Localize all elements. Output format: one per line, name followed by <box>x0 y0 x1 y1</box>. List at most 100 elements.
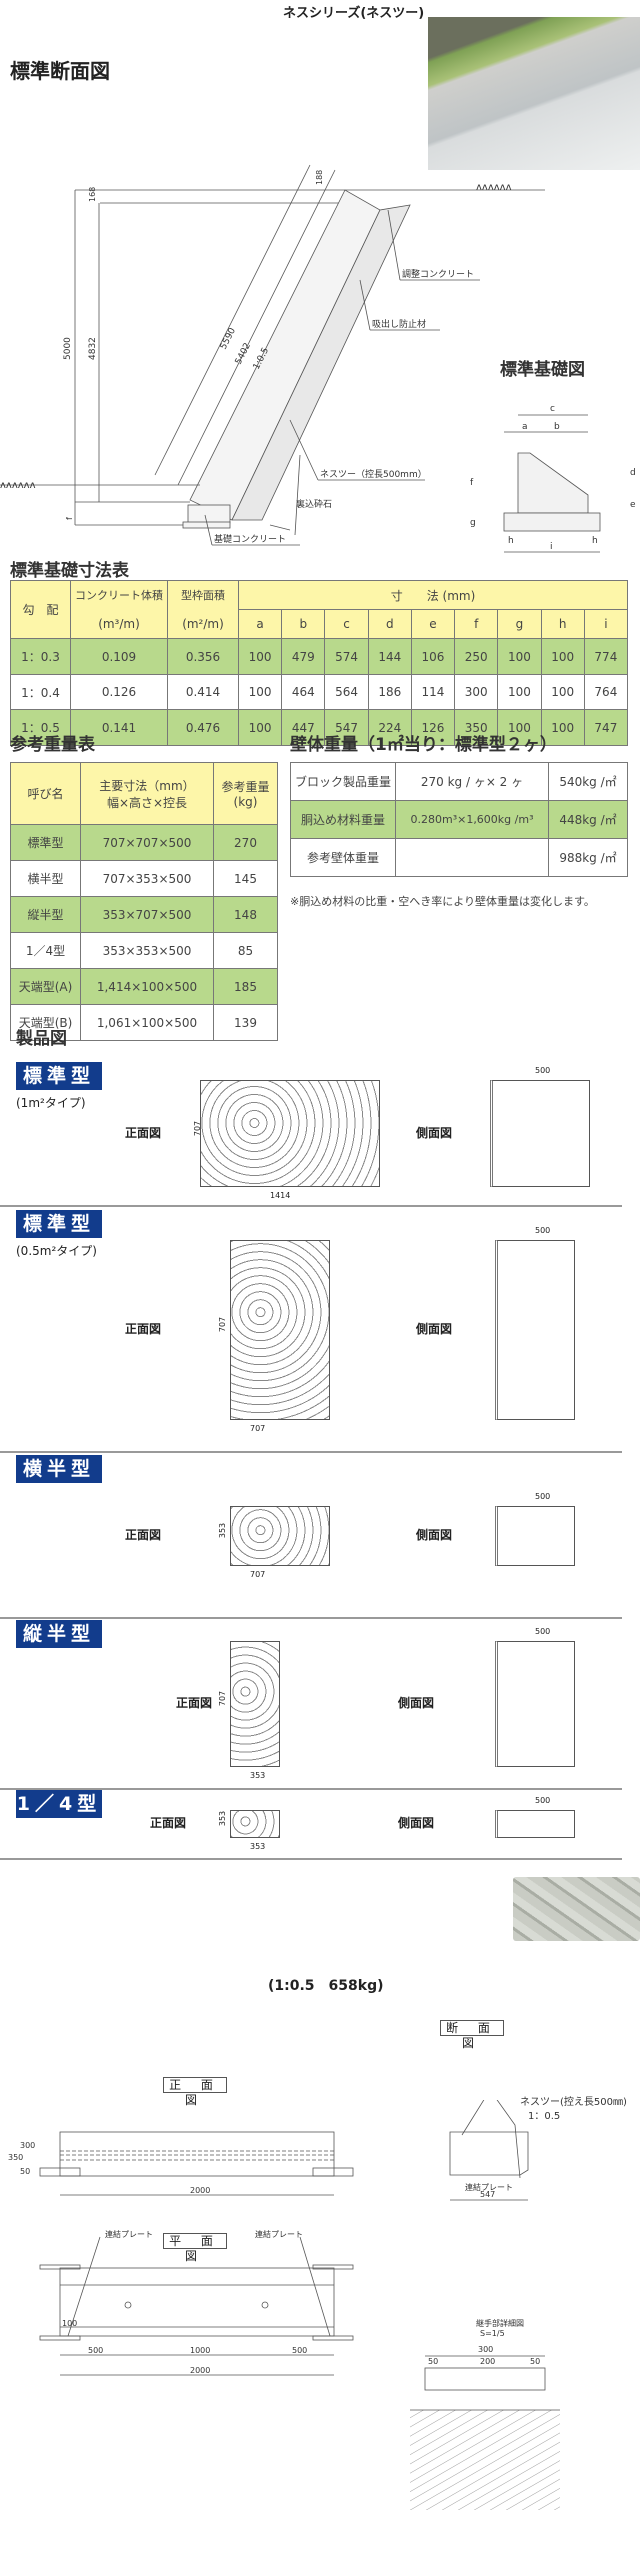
side-view-drawing <box>495 1505 575 1567</box>
svg-text:c: c <box>550 404 555 414</box>
label-adjust-concrete: 調整コンクリート <box>402 268 474 280</box>
label-nestsu: ネスツー（控長500mm） <box>320 468 427 480</box>
side-view-drawing <box>490 1079 590 1188</box>
side-view-label: 側面図 <box>416 1528 453 1542</box>
weight-table-title: 参考重量表 <box>10 735 95 755</box>
front-view-label: 正面図 <box>125 1125 162 1140</box>
product-type-label: 標準型 <box>16 1210 102 1238</box>
svg-text:a: a <box>522 422 528 432</box>
front-view-label: 正面図 <box>176 1696 213 1710</box>
product-type-label: 横半型 <box>16 1455 102 1483</box>
svg-text:5402: 5402 <box>234 341 253 366</box>
foundation-table-title: 標準基礎寸法表 <box>10 561 129 581</box>
crown-caption: (1:0.5 658kg) <box>268 1978 384 1994</box>
front-view-label: 正面図 <box>150 1816 187 1830</box>
side-view-label: 側面図 <box>416 1125 453 1140</box>
svg-text:500: 500 <box>292 2346 307 2355</box>
svg-text:200: 200 <box>480 2357 495 2366</box>
svg-text:4832: 4832 <box>88 337 98 360</box>
side-depth-dim: 500 <box>535 1627 551 1636</box>
side-depth-dim: 500 <box>535 1491 551 1501</box>
wall-weight-title: 壁体重量（1㎡当り：標準型２ヶ） <box>290 735 557 755</box>
label-suction-prevent: 吸出し防止材 <box>372 318 426 330</box>
svg-text:連結プレート: 連結プレート <box>255 2229 303 2239</box>
svg-text:b: b <box>554 422 560 432</box>
divider <box>0 1451 622 1453</box>
product-type-sub: (1m²タイプ) <box>16 1096 86 1110</box>
svg-text:d: d <box>630 468 636 478</box>
svg-text:500: 500 <box>88 2346 103 2355</box>
products-title: 製品図 <box>16 1029 67 1049</box>
side-view-drawing <box>495 1240 575 1420</box>
side-depth-dim: 500 <box>535 1065 551 1075</box>
foundation-drawing-title: 標準基礎図 <box>500 360 585 380</box>
svg-text:2000: 2000 <box>190 2366 210 2375</box>
label-base-concrete: 基礎コンクリート <box>214 533 286 545</box>
divider <box>0 1617 622 1619</box>
side-view-drawing <box>495 1810 575 1838</box>
front-view-label: 正面図 <box>125 1322 162 1336</box>
svg-text:100: 100 <box>62 2319 77 2328</box>
front-width-dim: 707 <box>250 1570 266 1580</box>
front-view-drawing <box>200 1079 380 1188</box>
product-type-label: 1／4型 <box>16 1790 102 1818</box>
front-height-dim: 353 <box>218 1810 228 1827</box>
site-photo <box>428 17 640 170</box>
crown-slope-label: 1：0.5 <box>528 2111 561 2122</box>
series-title: ネスシリーズ(ネスツー) <box>283 6 425 21</box>
svg-text:2000: 2000 <box>190 2186 210 2195</box>
front-height-dim: 707 <box>218 1690 228 1707</box>
side-view-label: 側面図 <box>416 1322 453 1336</box>
front-view-drawing <box>230 1240 330 1420</box>
svg-text:300: 300 <box>478 2345 493 2354</box>
front-view-drawing <box>230 1505 330 1567</box>
svg-text:50: 50 <box>530 2357 540 2366</box>
svg-text:188: 188 <box>315 170 324 185</box>
svg-text:168: 168 <box>88 187 97 202</box>
foundation-table: 勾 配 コンクリート体積 型枠面積 寸 法 (mm) (m³/m)(m²/m) … <box>10 580 629 746</box>
svg-text:h: h <box>592 536 598 546</box>
crown-section-label: 断 面 図 <box>440 2020 504 2050</box>
svg-text:g: g <box>470 518 476 528</box>
svg-text:ʌʌʌʌʌʌ: ʌʌʌʌʌʌ <box>0 480 36 491</box>
front-height-dim: 707 <box>218 1316 228 1333</box>
front-width-dim: 707 <box>250 1424 266 1433</box>
crown-ness-label: ネスツー(控え長500㎜) <box>520 2097 627 2108</box>
side-depth-dim: 500 <box>535 1226 551 1235</box>
svg-text:h: h <box>508 536 514 546</box>
svg-text:350: 350 <box>8 2153 23 2162</box>
front-width-dim: 1414 <box>270 1191 291 1201</box>
svg-text:連結プレート: 連結プレート <box>465 2182 513 2192</box>
svg-text:5590: 5590 <box>219 326 238 351</box>
front-width-dim: 353 <box>250 1842 266 1851</box>
svg-text:50: 50 <box>428 2357 438 2366</box>
svg-text:f: f <box>65 517 74 520</box>
crown-plan-label: 平 面 図 <box>163 2233 227 2263</box>
svg-text:連結プレート: 連結プレート <box>105 2229 153 2239</box>
crown-front-label: 正 面 図 <box>163 2077 227 2107</box>
side-depth-dim: 500 <box>535 1796 551 1805</box>
front-view-label: 正面図 <box>125 1528 162 1542</box>
product-type-label: 縦半型 <box>16 1620 102 1648</box>
wall-weight-note: ※胴込め材料の比重・空へき率により壁体重量は変化します。 <box>290 895 595 908</box>
svg-text:547: 547 <box>480 2190 495 2199</box>
svg-text:300: 300 <box>20 2141 35 2150</box>
label-backfill-stone: 裏込砕石 <box>296 498 332 510</box>
side-view-label: 側面図 <box>398 1816 435 1830</box>
